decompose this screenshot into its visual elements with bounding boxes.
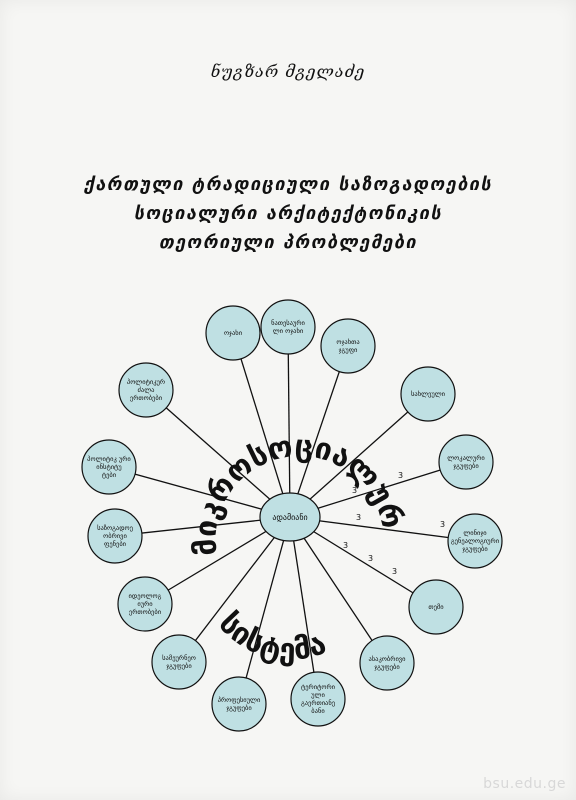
node-circle	[438, 434, 494, 490]
node-label: თემი	[428, 603, 444, 611]
tick-mark: 3	[440, 520, 445, 529]
title-line-3: თეორიული პრობლემები	[158, 232, 418, 253]
spoke-line	[289, 516, 437, 608]
node-circle	[205, 305, 261, 361]
spoke-line	[289, 516, 476, 542]
node-label: სახლეული	[411, 390, 446, 398]
center-node: ადამიანი	[259, 492, 321, 542]
node-circle	[290, 671, 346, 727]
diagram-node: სახლეული	[400, 366, 456, 422]
diagram-spokes	[108, 326, 476, 705]
spoke-line	[289, 516, 388, 664]
node-circle	[359, 635, 415, 691]
node-circle	[447, 513, 503, 569]
node-label: ოჯახი	[224, 329, 243, 337]
spoke-line	[232, 332, 291, 518]
tick-mark: 3	[368, 554, 373, 563]
diagram-node: ოჯახი	[205, 305, 261, 361]
book-title: ქართული ტრადიციული საზოგადოების სოციალურ…	[0, 170, 576, 257]
node-circle	[211, 676, 267, 732]
tick-mark: 3	[343, 541, 348, 550]
watermark: bsu.edu.ge	[483, 776, 566, 792]
node-circle	[87, 508, 143, 564]
title-line-1: ქართული ტრადიციული საზოგადოების	[83, 174, 493, 195]
node-circle	[408, 579, 464, 635]
node-circle	[118, 362, 174, 418]
diagram-node: თემი	[408, 579, 464, 635]
node-circle	[151, 634, 207, 690]
node-circle	[320, 318, 376, 374]
spoke-line	[108, 466, 291, 518]
tick-mark: 3	[352, 486, 357, 495]
spoke-line	[289, 393, 429, 518]
node-circle	[81, 439, 137, 495]
spoke-line	[289, 345, 349, 518]
tick-mark: 3	[392, 567, 397, 576]
arc-word-bottom: სისტემა	[211, 606, 330, 668]
tick-mark: 3	[356, 513, 361, 522]
node-circle	[117, 576, 173, 632]
spoke-line	[145, 389, 291, 518]
spoke-line	[287, 326, 291, 518]
spoke-line	[289, 461, 467, 518]
arc-word-top: მიკროსოციალური	[0, 0, 410, 557]
spoke-line	[178, 516, 291, 663]
tick-mark: 3	[398, 471, 403, 480]
node-circle	[400, 366, 456, 422]
spoke-line	[289, 516, 319, 700]
diagram-ticks: 3 3 3 3 3 3 3	[343, 471, 445, 576]
center-node-label: ადამიანი	[272, 512, 307, 522]
node-circle	[260, 299, 316, 355]
author-name: ნუგზარ მგელაძე	[210, 62, 366, 81]
spoke-line	[238, 516, 291, 705]
title-line-2: სოციალური არქიტექტონიკის	[133, 203, 443, 224]
